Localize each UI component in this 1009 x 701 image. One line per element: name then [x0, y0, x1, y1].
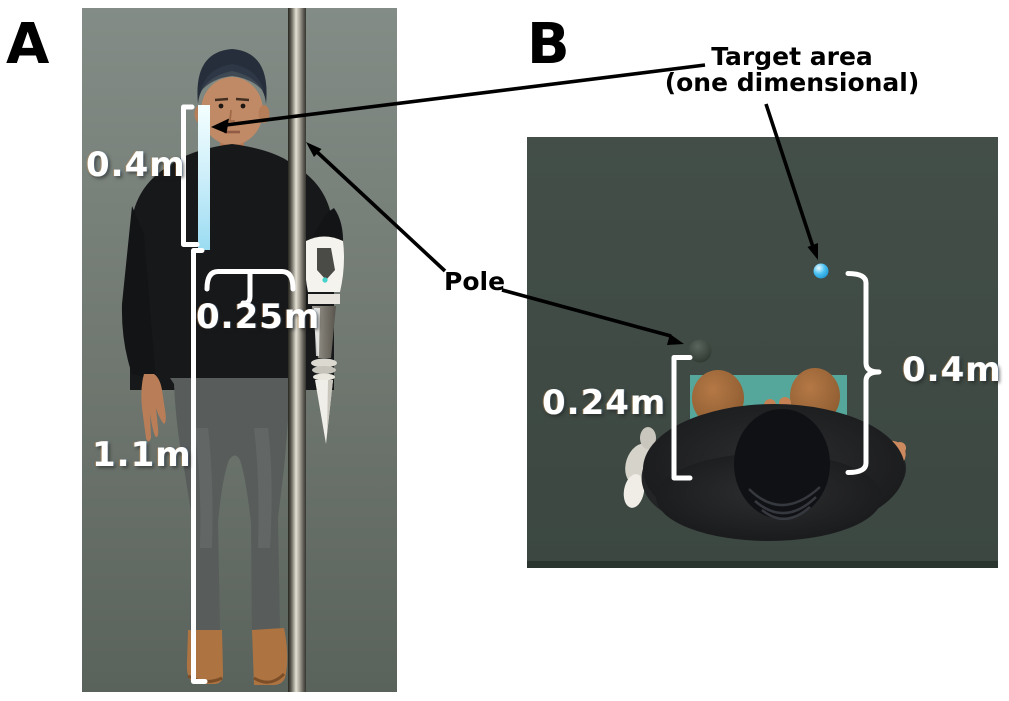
panel-a-letter: A	[6, 12, 50, 77]
measurement-target-height: 0.4m	[86, 145, 186, 185]
measurement-target-distance: 0.4m	[902, 350, 1002, 390]
prosthetic-indicator-dot	[322, 277, 328, 283]
avatar-eye-left	[218, 103, 224, 109]
bracket-1-1m-front	[191, 248, 208, 684]
avatar-top	[623, 368, 907, 541]
avatar-ear-right	[258, 105, 270, 123]
target-sphere	[813, 263, 829, 279]
avatar-eyebrow-left	[214, 97, 229, 102]
prosthetic-ring-1	[311, 358, 337, 368]
panel-a-scene	[82, 8, 397, 692]
avatar-eye-right	[240, 103, 246, 109]
avatar-face	[201, 77, 263, 145]
target-area-label: Target area (one dimensional)	[651, 44, 933, 96]
prosthetic-forearm-highlight	[314, 308, 320, 356]
prosthetic-tip-shade	[327, 380, 333, 433]
prosthetic-strap	[308, 294, 340, 304]
panel-b-scene	[527, 137, 998, 568]
panel-b-image	[527, 137, 998, 568]
target-area-label-line1: Target area	[711, 42, 873, 71]
prosthetic-ring-2	[312, 366, 336, 374]
panel-b-letter: B	[527, 12, 570, 77]
jeans-wash-right	[254, 428, 272, 548]
jeans-wash-left	[194, 428, 213, 548]
brace-0-25m-stem	[240, 269, 253, 306]
target-area-label-line2: (one dimensional)	[664, 68, 920, 97]
prosthetic-ring-3	[313, 373, 335, 381]
measurement-lower-height: 1.1m	[92, 435, 192, 475]
measurement-shoulder-offset: 0.25m	[196, 297, 321, 337]
pole-label: Pole	[444, 267, 506, 296]
brace-0-4m-top	[845, 271, 882, 475]
pole-front-view	[288, 8, 306, 692]
avatar-cap	[197, 49, 267, 104]
target-bar-cyan	[198, 105, 210, 250]
avatar-eyebrow-right	[235, 97, 250, 102]
prosthetic-top-3	[640, 427, 656, 449]
avatar-left-hand	[141, 374, 166, 442]
pole-sphere	[688, 339, 712, 363]
bracket-0-4m-front	[181, 104, 200, 247]
avatar-left-sleeve	[121, 206, 156, 380]
measurement-target-width: 0.24m	[542, 383, 667, 423]
prosthetic-top-2	[623, 474, 645, 508]
avatar-head-top	[734, 409, 830, 519]
panel-a-image	[82, 8, 397, 692]
avatar-hair-sheen	[748, 486, 821, 520]
bracket-0-24m-top	[671, 355, 693, 481]
avatar-boot-right	[252, 628, 288, 685]
panel-b-floor-strip	[527, 561, 998, 568]
